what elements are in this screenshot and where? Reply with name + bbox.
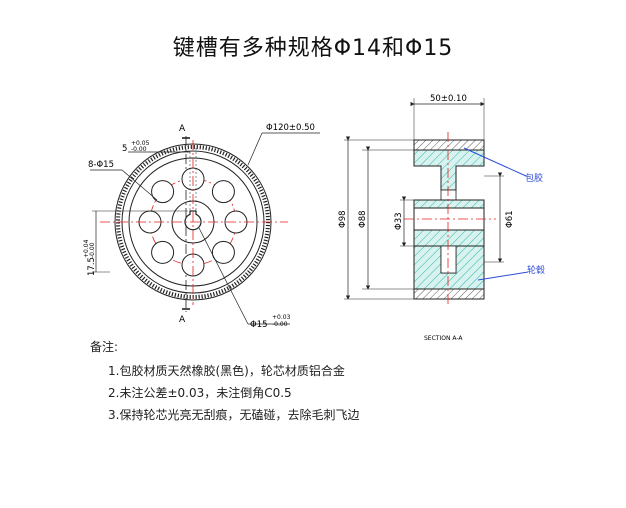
section-view: 50±0.10 Φ98 Φ88 Φ33 <box>338 94 545 342</box>
notes-heading: 备注: <box>90 340 119 354</box>
front-view: A A Φ120±0.50 <box>83 123 320 330</box>
label-hub: 轮毂 <box>527 264 545 276</box>
section-mark-bottom: A <box>179 315 186 325</box>
section-mark-top: A <box>179 124 186 134</box>
leader-rubber <box>463 147 527 177</box>
dim-d88: Φ88 <box>358 210 368 228</box>
hub-section-top <box>413 149 485 191</box>
note-item: 3.保持轮芯光亮无刮痕，无磕碰，去除毛刺飞边 <box>108 408 360 422</box>
dim-holes: 8-Φ15 <box>88 160 114 170</box>
dim-key-height: 17.5 <box>87 257 97 276</box>
dim-keyway-width-tol-upper: +0.05 <box>131 140 150 147</box>
dim-outer-diameter: Φ120±0.50 <box>266 123 315 133</box>
dim-key-height-tol-lower: -0.00 <box>89 242 96 258</box>
dim-keyway-width: 5 <box>122 144 127 154</box>
dim-keyway-width-tol-lower: -0.00 <box>131 146 147 153</box>
lightening-holes <box>138 167 248 277</box>
rubber-tire-bottom <box>413 288 485 300</box>
dim-bore-tol-lower: -0.00 <box>272 321 288 328</box>
dim-section-width: 50±0.10 <box>430 94 467 104</box>
dim-d98: Φ98 <box>338 210 348 228</box>
leader-hub <box>477 271 529 281</box>
notes-block: 备注: 1.包胶材质天然橡胶(黑色)，轮芯材质铝合金 2.未注公差±0.03，未… <box>90 336 359 426</box>
section-caption: SECTION A-A <box>424 335 463 342</box>
dim-bore-tol-upper: +0.03 <box>272 314 291 321</box>
rubber-tire-top <box>413 139 485 151</box>
note-item: 2.未注公差±0.03，未注倒角C0.5 <box>108 386 292 400</box>
label-rubber: 包胶 <box>525 172 543 184</box>
dim-d61: Φ61 <box>505 210 515 228</box>
drawing-title: 键槽有多种规格Φ14和Φ15 <box>172 36 454 61</box>
dim-key-height-tol-upper: +0.04 <box>83 239 90 258</box>
dim-bore: Φ15 <box>250 320 268 330</box>
dim-d33: Φ33 <box>394 212 404 230</box>
note-item: 1.包胶材质天然橡胶(黑色)，轮芯材质铝合金 <box>108 364 345 378</box>
